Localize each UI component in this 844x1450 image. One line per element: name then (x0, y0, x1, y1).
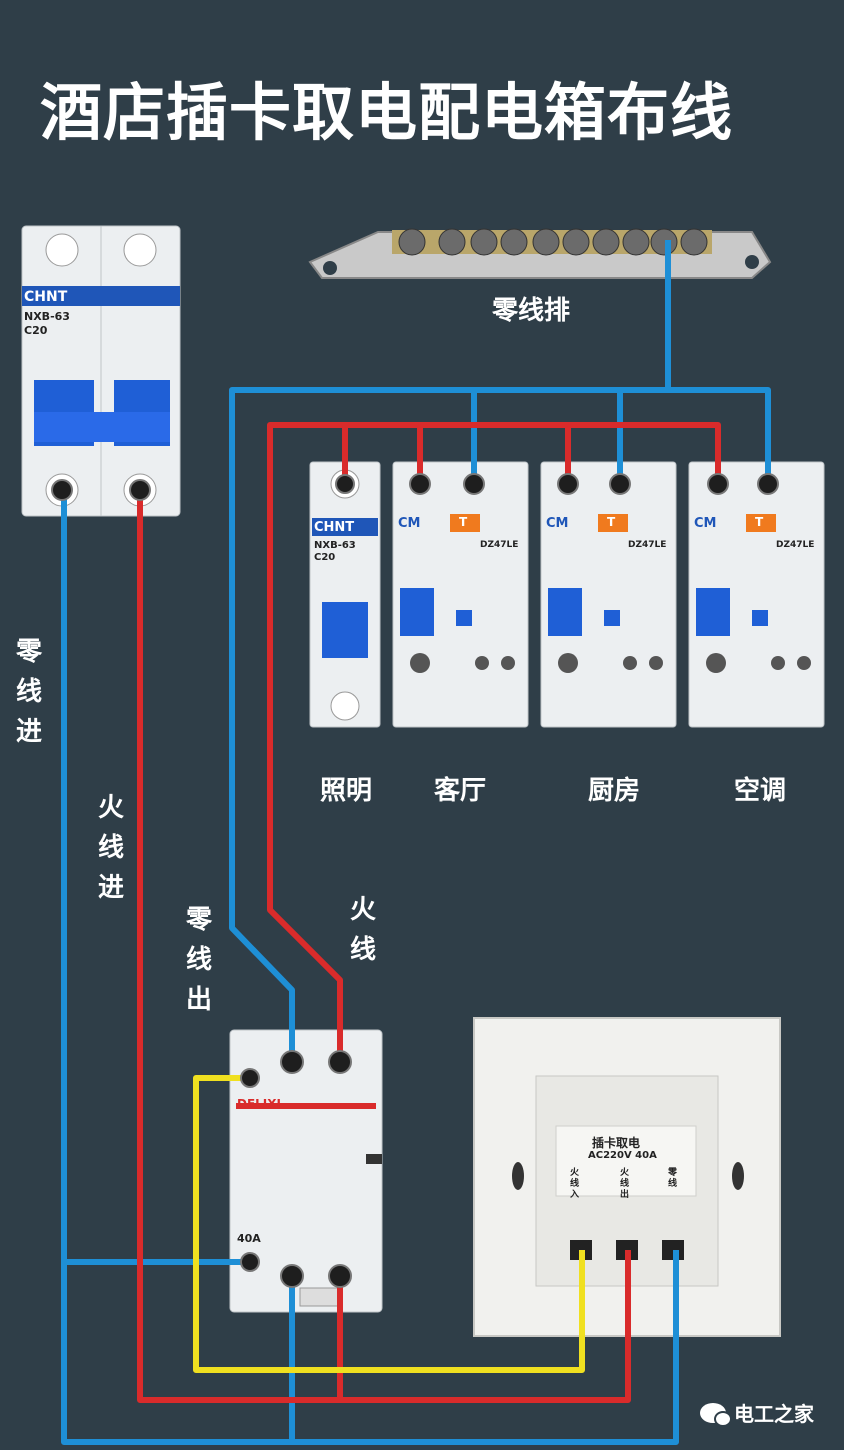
card-switch-title: 插卡取电 (592, 1136, 641, 1150)
neutral-in-label: 零线进 (15, 637, 42, 747)
lighting-breaker-model: NXB-63 (314, 540, 356, 551)
neutral-out-label: 零线出 (185, 905, 212, 1015)
watermark-text: 电工之家 (734, 1402, 814, 1426)
rcbo-model-2: DZ47LE (628, 540, 667, 550)
watermark: 电工之家 (700, 1398, 814, 1427)
circuit-label-living-room: 客厅 (434, 776, 487, 806)
rcbo-kitchen (540, 461, 677, 728)
rcbo-aircon (688, 461, 825, 728)
rcbo-test-3: T (755, 515, 764, 529)
neutral-bus-bar (308, 228, 772, 279)
lighting-breaker-brand: CHNT (314, 520, 355, 535)
circuit-label-kitchen: 厨房 (588, 776, 641, 806)
main-breaker-rating: C20 (24, 324, 48, 337)
rcbo-brand-3: CM (694, 516, 717, 531)
contactor (229, 1029, 383, 1313)
circuit-label-aircon: 空调 (734, 776, 787, 806)
control-wire (193, 1075, 585, 1373)
contactor-brand: DELIXI (237, 1097, 281, 1111)
card-terminal-live-out: 火线出 (620, 1168, 630, 1200)
rcbo-brand-2: CM (546, 516, 569, 531)
live-in-label: 火线进 (97, 793, 124, 903)
circuit-label-lighting: 照明 (320, 776, 373, 806)
card-terminal-live-in: 火线入 (570, 1168, 580, 1200)
main-breaker-model: NXB-63 (24, 310, 70, 323)
main-breaker-brand: CHNT (24, 289, 68, 305)
rcbo-brand-1: CM (398, 516, 421, 531)
card-terminal-neutral: 零线 (668, 1168, 678, 1189)
wechat-icon (700, 1402, 732, 1427)
rcbo-model-3: DZ47LE (776, 540, 815, 550)
lighting-breaker (309, 461, 381, 728)
lighting-breaker-rating: C20 (314, 552, 336, 563)
rcbo-test-2: T (607, 515, 616, 529)
rcbo-test-1: T (459, 515, 468, 529)
neutral-bar-label: 零线排 (492, 296, 571, 326)
contactor-rating: 40A (237, 1232, 261, 1245)
terminals (51, 473, 779, 1288)
rcbo-living-room (392, 461, 529, 728)
live-label: 火线 (349, 895, 376, 965)
neutral-wires (61, 240, 771, 1445)
rcbo-model-1: DZ47LE (480, 540, 519, 550)
main-breaker (21, 225, 181, 517)
page-title: 酒店插卡取电配电箱布线 (40, 76, 734, 149)
card-switch-spec: AC220V 40A (588, 1150, 657, 1161)
